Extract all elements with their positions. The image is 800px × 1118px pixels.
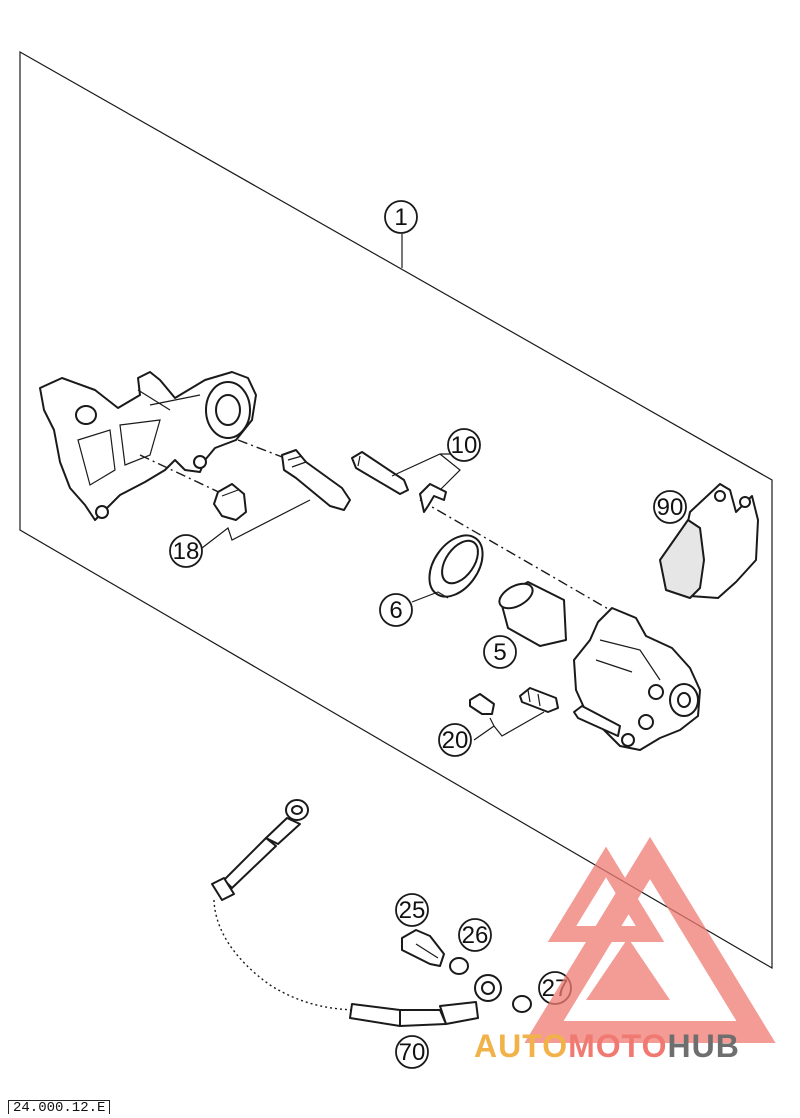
callout-circle (653, 490, 687, 524)
callout-70: 70 (395, 1035, 429, 1069)
washer-27 (512, 995, 532, 1013)
callout-label: 6 (389, 597, 402, 624)
caliper-body (573, 607, 701, 751)
callout-circle (395, 1035, 429, 1069)
callout-label: 10 (451, 432, 478, 459)
callout-label: 70 (399, 1039, 426, 1066)
callout-label: 25 (399, 897, 426, 924)
axis-line-3 (419, 499, 611, 611)
caliper-bracket (39, 371, 257, 521)
pin-boot (213, 483, 247, 521)
callout-20: 20 (438, 723, 472, 757)
slide-pin (281, 449, 351, 511)
callout-circle (379, 593, 413, 627)
document-code: 24.000.12.E (8, 1100, 111, 1114)
bleeder-nipple-small (469, 693, 495, 715)
callout-circle (438, 723, 472, 757)
callout-circle (447, 428, 481, 462)
callout-label: 20 (442, 727, 469, 754)
leader-18 (201, 499, 311, 549)
bleeder-nipple-large (519, 687, 559, 713)
axis-line-2 (139, 454, 226, 496)
assembly-frame (19, 50, 773, 970)
callout-1: 1 (384, 200, 418, 234)
callout-label: 18 (173, 538, 200, 565)
spring-clip (419, 483, 447, 513)
callout-label: 90 (657, 494, 684, 521)
callout-5: 5 (483, 635, 517, 669)
pad-pin (351, 451, 409, 495)
callout-90: 90 (653, 490, 687, 524)
callout-6: 6 (379, 593, 413, 627)
watermark-word-moto: MOTO (568, 1028, 668, 1064)
watermark-word-auto: AUTO (474, 1028, 569, 1064)
piston (498, 581, 567, 647)
leader-6 (411, 591, 449, 603)
callout-18: 18 (169, 534, 203, 568)
piston-seal (428, 534, 484, 598)
callout-circle (395, 893, 429, 927)
watermark-logo-icon (524, 836, 776, 1043)
callout-26: 26 (458, 918, 492, 952)
callout-circle (384, 200, 418, 234)
washer-26 (449, 957, 469, 975)
callout-label: 1 (394, 204, 407, 231)
callout-label: 26 (462, 922, 489, 949)
watermark-brand: AUTOMOTOHUB (474, 1028, 740, 1065)
callout-10: 10 (447, 428, 481, 462)
banjo-bolt (401, 929, 445, 967)
callout-25: 25 (395, 893, 429, 927)
callout-circle (458, 918, 492, 952)
callout-label: 5 (493, 639, 506, 666)
brake-pads (659, 483, 759, 599)
brake-line (211, 799, 502, 1027)
watermark-word-hub: HUB (667, 1028, 740, 1064)
callout-circle (483, 635, 517, 669)
leader-20 (473, 711, 545, 741)
callout-circle (169, 534, 203, 568)
